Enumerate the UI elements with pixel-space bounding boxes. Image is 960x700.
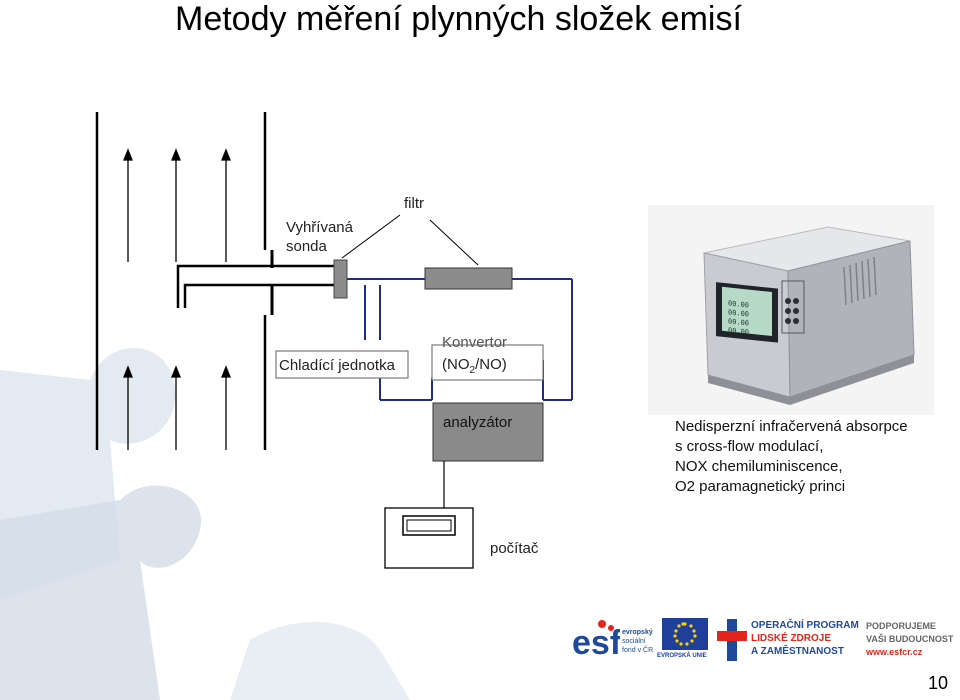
probe-pipe: [178, 266, 338, 308]
esf-text-line3: fond v ČR: [622, 646, 653, 655]
device-screen-text: 00.00 00.00 00.00 00.00: [728, 298, 749, 336]
heated-line-box: [425, 268, 512, 289]
probe-label-line1: Vyhřívaná: [286, 219, 353, 236]
eu-flag-icon: [662, 618, 708, 650]
probe-label-line2: sonda: [286, 238, 327, 255]
converter-label-line2: (NO2/NO): [442, 356, 507, 376]
page-number: 10: [928, 673, 948, 694]
esf-mark-icon: esf: [572, 618, 620, 662]
support-text: PODPORUJEME VAŠI BUDOUCNOST www.esfcr.cz: [866, 620, 953, 659]
support-url: www.esfcr.cz: [866, 646, 953, 659]
filter-pointer-2: [430, 220, 478, 265]
esf-logo: esf evropský sociální fond v ČR: [572, 618, 660, 662]
esf-text-line1: evropský: [622, 628, 653, 637]
cooler-label: Chladící jednotka: [279, 357, 395, 374]
description-line-2: s cross-flow modulací,: [675, 437, 908, 457]
analyzer-device-image: 00.00 00.00 00.00 00.00: [648, 205, 934, 415]
converter-prefix: (NO: [442, 356, 470, 373]
description-line-4: O2 paramagnetický princi: [675, 477, 908, 497]
support-line2: VAŠI BUDOUCNOST: [866, 633, 953, 646]
flow-arrows-bottom: [124, 367, 230, 450]
description-line-3: NOX chemiluminiscence,: [675, 457, 908, 477]
op-logo: OPERAČNÍ PROGRAM LIDSKÉ ZDROJE A ZAMĚSTN…: [717, 617, 857, 663]
flow-arrows-top: [124, 150, 230, 262]
eu-label: EVROPSKÁ UNIE: [657, 653, 707, 659]
op-text-line3: A ZAMĚSTNANOST: [751, 645, 859, 658]
analyzer-label: analyzátor: [443, 414, 512, 431]
computer-label: počítač: [490, 540, 538, 557]
support-line1: PODPORUJEME: [866, 620, 953, 633]
esf-text-line2: sociální: [622, 637, 653, 646]
computer-screen: [403, 516, 455, 535]
filter-label: filtr: [404, 195, 424, 212]
op-text-line2: LIDSKÉ ZDROJE: [751, 632, 859, 645]
op-cross-icon: [717, 619, 747, 661]
method-description: Nedisperzní infračervená absorpce s cros…: [675, 417, 908, 497]
analyzer-box: [433, 403, 543, 461]
eu-logo: EVROPSKÁ UNIE: [657, 618, 713, 662]
filter-box: [334, 260, 347, 298]
converter-label-line1: Konvertor: [442, 334, 507, 351]
op-text-line1: OPERAČNÍ PROGRAM: [751, 619, 859, 632]
description-line-1: Nedisperzní infračervená absorpce: [675, 417, 908, 437]
converter-suffix: /NO): [475, 356, 507, 373]
